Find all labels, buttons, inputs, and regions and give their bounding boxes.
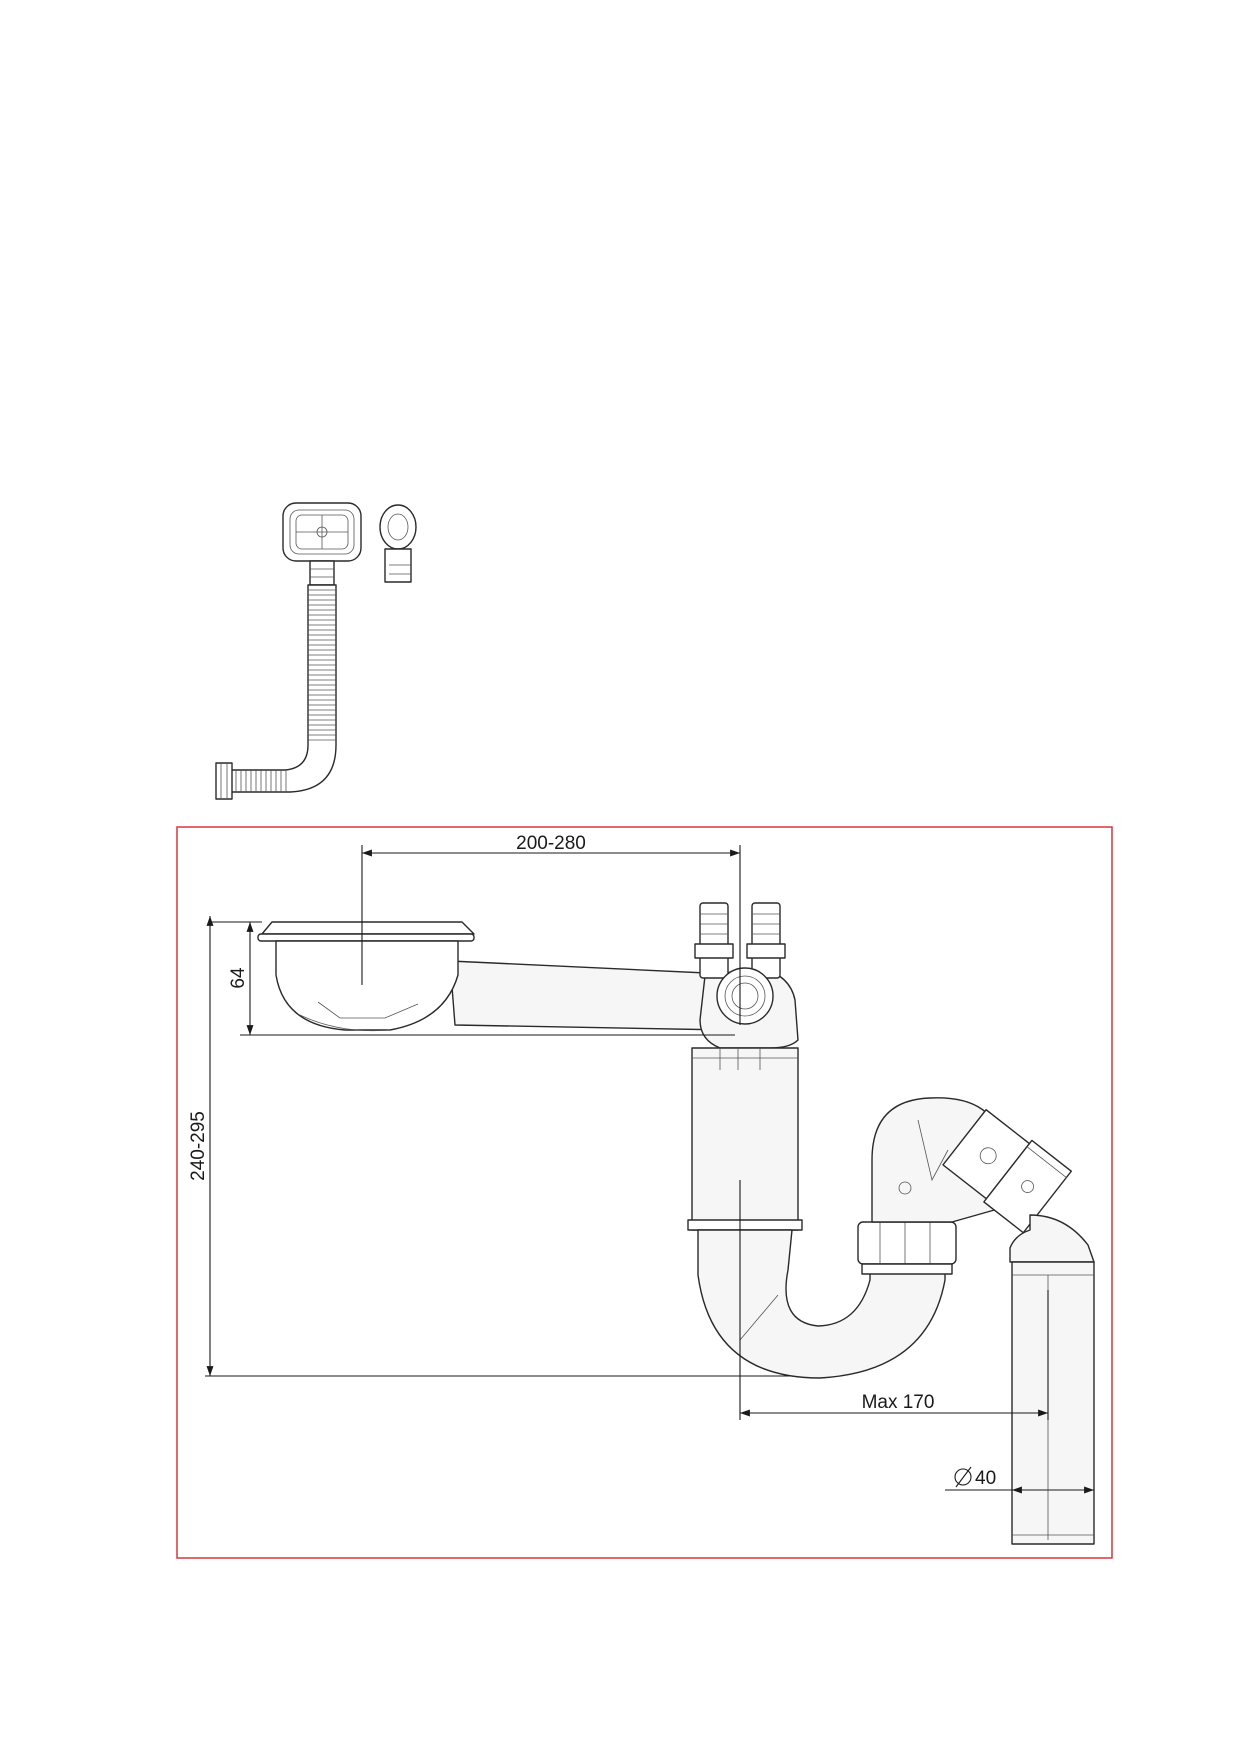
dimension-label-basket-height: 64 [228, 967, 249, 989]
overflow-illustration [215, 502, 417, 800]
dimension-label-total-height: 240-295 [188, 1111, 209, 1181]
overflow-elbow [379, 504, 417, 583]
dimension-label-max-offset: Max 170 [862, 1392, 935, 1413]
siphon-assembly [257, 902, 1095, 1545]
dimension-label-horizontal-span: 200-280 [516, 833, 586, 854]
angled-coupling [942, 1109, 1072, 1234]
connecting-pipe [449, 960, 729, 1031]
spigot-left [694, 902, 734, 979]
diameter-symbol-icon [954, 1468, 972, 1486]
spigot-right [746, 902, 786, 979]
dimension-label-diameter: 40 [954, 1466, 996, 1489]
overflow-connection [716, 967, 774, 1025]
dimension-lines [205, 845, 1094, 1494]
union-nut [857, 1221, 957, 1275]
overflow-cover [282, 502, 362, 562]
dimension-value-diameter: 40 [975, 1468, 996, 1489]
sink-basket [257, 921, 475, 1032]
flexible-hose [229, 584, 337, 793]
hose-end-fitting [215, 762, 233, 800]
drawing-frame [176, 826, 1113, 1559]
hose-ribs [235, 589, 336, 792]
trap-body [687, 1047, 803, 1231]
outlet-pipe [1011, 1261, 1095, 1545]
